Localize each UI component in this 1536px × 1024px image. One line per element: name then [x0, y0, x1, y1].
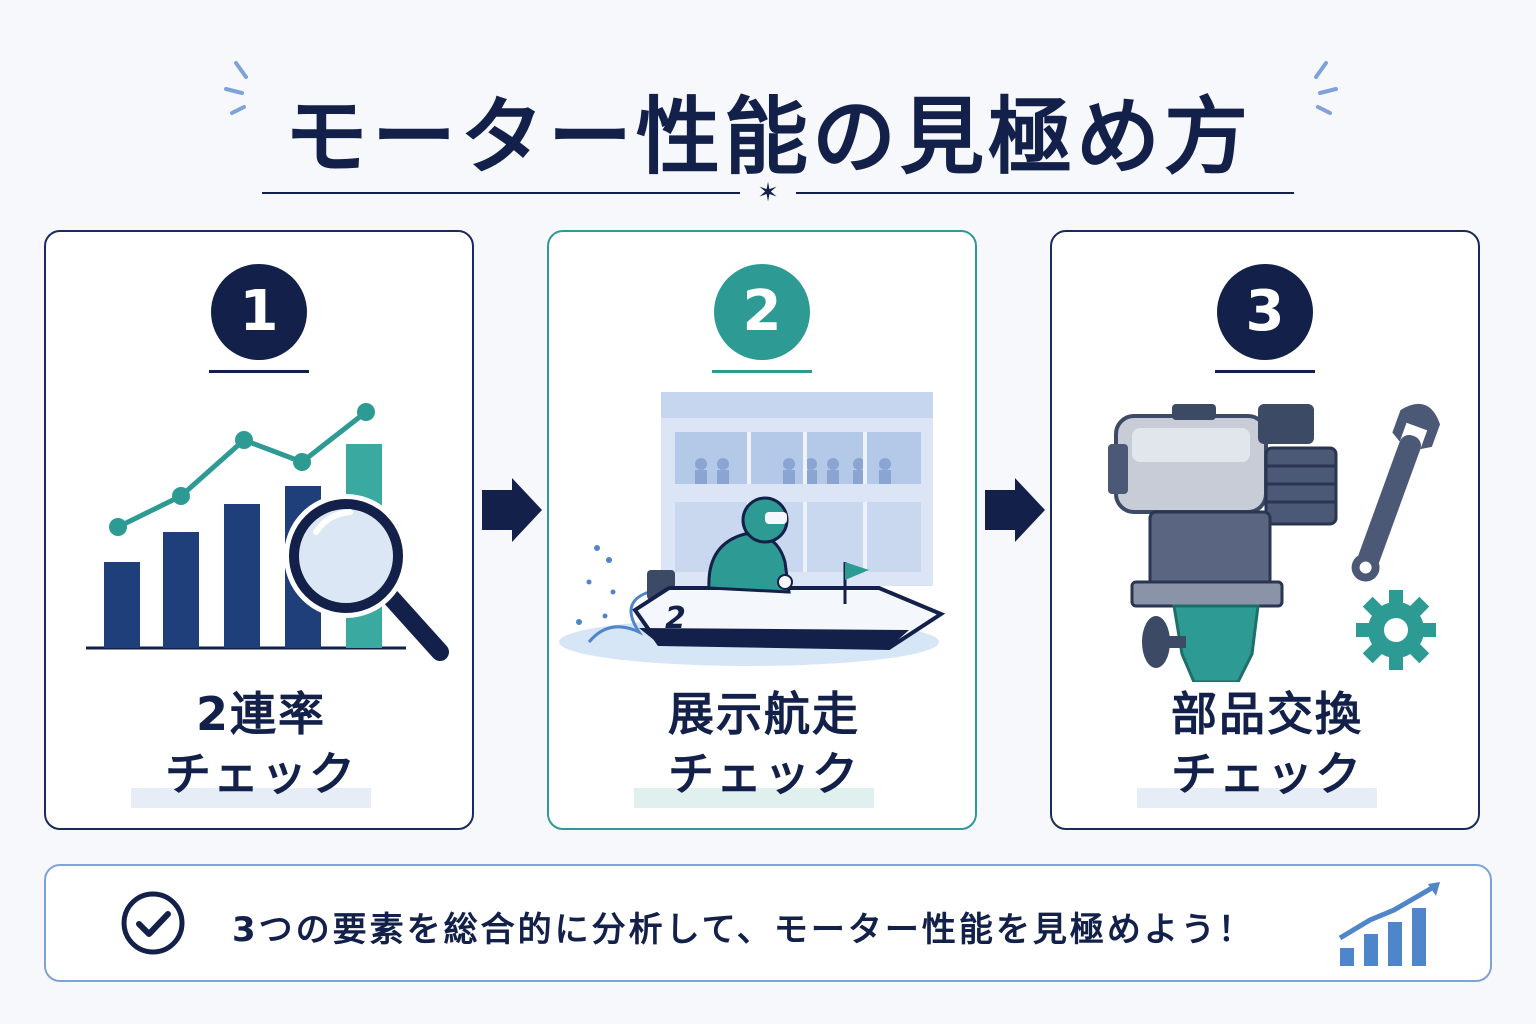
- step-title: 展示航走: [668, 687, 860, 741]
- step-title: 2連率: [195, 687, 326, 741]
- sparkle-right-icon: [1314, 61, 1338, 115]
- step-subtitle: チェック: [668, 747, 860, 801]
- step-number-badge: 2: [714, 264, 810, 360]
- arrow-right-icon: [985, 478, 1045, 542]
- step-card-1: 1 2連率 チェック: [44, 230, 474, 830]
- step-card-2: 2 2: [547, 230, 977, 830]
- step-number-underline: [209, 370, 309, 373]
- step-number-badge: 1: [211, 264, 307, 360]
- title-divider-right: [796, 192, 1294, 194]
- summary-text: 3つの要素を総合的に分析して、モーター性能を見極めよう！: [232, 910, 1255, 950]
- title-divider-left: [262, 192, 740, 194]
- sparkle-left-icon: [224, 61, 248, 115]
- star-icon: ✶: [757, 178, 779, 208]
- label-highlight: [131, 788, 371, 808]
- step-subtitle: チェック: [165, 747, 357, 801]
- step-subtitle: チェック: [1171, 747, 1363, 801]
- label-highlight: [634, 788, 874, 808]
- label-highlight: [1137, 788, 1377, 808]
- check-circle-icon: [121, 891, 185, 955]
- racing-boat-in-front-of-grandstand-icon: 2: [559, 392, 946, 666]
- trend-up-chart-icon: [1338, 882, 1440, 966]
- outboard-motor-wrench-gear-icon: [1108, 403, 1441, 682]
- step-number-badge: 3: [1217, 264, 1313, 360]
- step-card-3: 3: [1050, 230, 1480, 830]
- boat-number: 2: [665, 601, 686, 636]
- step-number-underline: [1215, 370, 1315, 373]
- arrow-right-icon: [482, 478, 542, 542]
- page-title: モーター性能の見極め方: [283, 88, 1252, 186]
- step-number-underline: [712, 370, 812, 373]
- summary-banner: 3つの要素を総合的に分析して、モーター性能を見極めよう！: [44, 864, 1492, 982]
- step-title: 部品交換: [1171, 687, 1363, 741]
- bar-line-chart-with-magnifier-icon: [86, 403, 449, 661]
